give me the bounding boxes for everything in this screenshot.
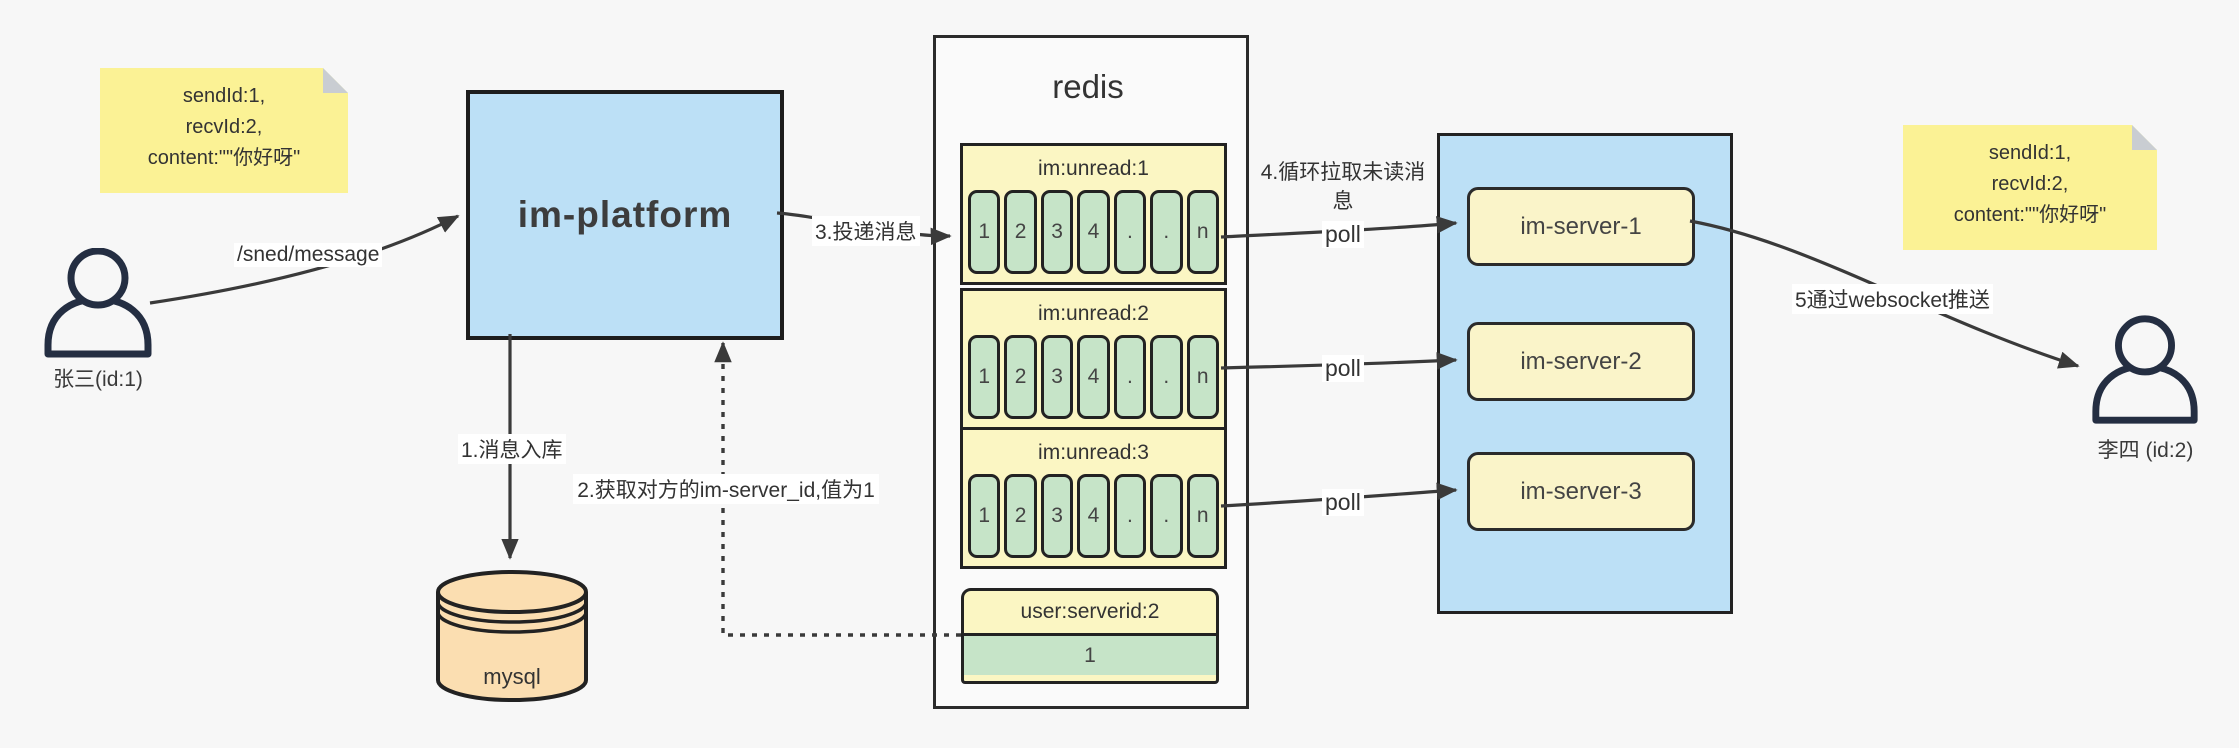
im-server-3-label: im-server-3 <box>1520 477 1642 505</box>
receiver-label: 李四 (id:2) <box>2097 439 2194 462</box>
edge-label-push: 5通过websocket推送 <box>1792 284 1993 314</box>
map-key: user:serverid:2 <box>964 591 1216 636</box>
person-head <box>2115 315 2175 376</box>
database-cylinder-icon <box>436 570 588 702</box>
note-line: sendId:1, <box>1988 142 2072 164</box>
queue-cell: 4 <box>1077 190 1110 274</box>
edge-label-poll-2: poll <box>1322 355 1364 382</box>
sender-label: 张三(id:1) <box>53 368 143 391</box>
queue-im-unread-3: im:unread:3 1 2 3 4 . . n <box>960 427 1227 569</box>
queue-cell: . <box>1113 335 1147 419</box>
queue-title: im:unread:3 <box>1038 441 1149 464</box>
im-platform-box: im-platform <box>466 90 784 340</box>
mysql-label: mysql <box>483 664 541 689</box>
person-head <box>67 247 129 309</box>
note-line: recvId:2, <box>185 116 263 138</box>
queue-cell: . <box>1150 335 1183 419</box>
im-server-1-box: im-server-1 <box>1467 187 1695 266</box>
queue-cell: 2 <box>1004 190 1037 274</box>
queue-cell: 2 <box>1004 474 1037 558</box>
mysql-database: mysql <box>434 568 590 704</box>
queue-cell: . <box>1150 474 1183 558</box>
queue-cell: . <box>1150 190 1183 274</box>
queue-cell: 4 <box>1077 335 1110 419</box>
queue-title: im:unread:2 <box>1038 302 1149 325</box>
edge-label-pull: 4.循环拉取未读消息 <box>1260 161 1426 213</box>
queue-cell: 3 <box>1040 190 1074 274</box>
queue-cells: 1 2 3 4 . . n <box>963 474 1224 558</box>
queue-cell: . <box>1113 474 1147 558</box>
sticky-note-receiver: sendId:1, recvId:2, content:""你好呀" <box>1903 125 2157 250</box>
queue-cell: 1 <box>968 190 1001 274</box>
user-icon <box>38 247 158 358</box>
queue-cell: . <box>1113 190 1147 274</box>
queue-cell: 2 <box>1004 335 1037 419</box>
queue-cells: 1 2 3 4 . . n <box>963 335 1224 419</box>
user-serverid-map: user:serverid:2 1 <box>961 588 1219 684</box>
note-line: content:""你好呀" <box>147 147 301 169</box>
im-server-2-label: im-server-2 <box>1520 347 1642 375</box>
note-line: sendId:1, <box>182 85 266 107</box>
queue-cell: 1 <box>968 474 1001 558</box>
queue-cell: 3 <box>1040 335 1074 419</box>
queue-cell: n <box>1186 190 1219 274</box>
map-value: 1 <box>964 636 1216 675</box>
sticky-note-sender: sendId:1, recvId:2, content:""你好呀" <box>100 68 348 193</box>
edge-label-lookup: 2.获取对方的im-server_id,值为1 <box>573 474 879 504</box>
queue-title: im:unread:1 <box>1038 157 1149 180</box>
im-platform-label: im-platform <box>517 194 733 235</box>
queue-cell: n <box>1186 335 1219 419</box>
queue-cell: 1 <box>968 335 1001 419</box>
user-icon <box>2086 315 2204 425</box>
im-server-3-box: im-server-3 <box>1467 452 1695 531</box>
im-server-1-label: im-server-1 <box>1520 212 1642 240</box>
note-line: content:""你好呀" <box>1953 204 2107 226</box>
redis-title: redis <box>1052 68 1124 105</box>
edge-label-deliver: 3.投递消息 <box>812 216 920 246</box>
queue-cell: 4 <box>1077 474 1110 558</box>
edge-label-poll-3: poll <box>1322 489 1364 516</box>
queue-cell: 3 <box>1040 474 1074 558</box>
edge-label-poll-1: poll <box>1322 221 1364 248</box>
note-line: recvId:2, <box>1991 173 2069 195</box>
queue-im-unread-1: im:unread:1 1 2 3 4 . . n <box>960 143 1227 285</box>
edge-label-store: 1.消息入库 <box>458 434 566 464</box>
queue-cell: n <box>1186 474 1219 558</box>
edge-label-send: /sned/message <box>234 243 383 267</box>
queue-cells: 1 2 3 4 . . n <box>963 190 1224 274</box>
im-server-2-box: im-server-2 <box>1467 322 1695 401</box>
queue-im-unread-2: im:unread:2 1 2 3 4 . . n <box>960 288 1227 430</box>
